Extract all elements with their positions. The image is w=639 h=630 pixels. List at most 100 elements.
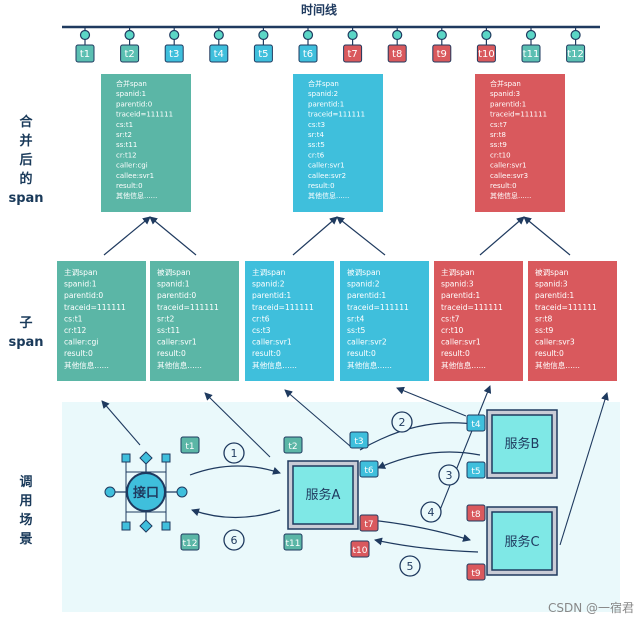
step-marker: 4 bbox=[420, 501, 442, 523]
child-span-line: caller:svr2 bbox=[347, 338, 387, 347]
merged-span-line: traceid=111111 bbox=[116, 111, 173, 119]
side-label-char: span bbox=[8, 335, 43, 350]
merged-span-line: cs:t3 bbox=[308, 121, 325, 129]
time-tag-label: t12 bbox=[183, 539, 198, 549]
time-tag-label: t6 bbox=[364, 466, 374, 476]
child-span-box: 主调spanspanid:1parentid:0traceid=111111cs… bbox=[57, 261, 146, 381]
step-marker: 3 bbox=[438, 464, 460, 486]
timeline-tick: t1 bbox=[75, 27, 95, 63]
timeline-tick: t4 bbox=[209, 27, 229, 63]
timeline-tick: t11 bbox=[521, 27, 541, 63]
child-span-line: caller:cgi bbox=[64, 338, 98, 347]
tick-label: t6 bbox=[303, 49, 313, 60]
time-tag-label: t10 bbox=[353, 546, 368, 556]
child-span-line: result:0 bbox=[441, 349, 470, 358]
child-span-line: caller:svr1 bbox=[157, 338, 197, 347]
timeline-tick: t9 bbox=[432, 27, 452, 63]
tick-dot bbox=[525, 29, 537, 41]
service-b-label: 服务B bbox=[505, 436, 540, 452]
step-marker: 5 bbox=[399, 555, 421, 577]
time-tag-label: t8 bbox=[471, 510, 481, 520]
child-span-box: 被调spanspanid:2parentid:1traceid=111111sr… bbox=[340, 261, 429, 381]
merged-span-line: ss:t5 bbox=[308, 141, 325, 149]
tick-dot bbox=[258, 29, 269, 41]
timeline-tick: t5 bbox=[253, 27, 273, 63]
child-span-line: spanid:3 bbox=[441, 280, 474, 289]
merged-span-line: 合并span bbox=[490, 79, 521, 88]
interface-label: 接口 bbox=[133, 485, 159, 501]
merge-arrows bbox=[103, 216, 571, 256]
child-span-line: result:0 bbox=[157, 349, 186, 358]
tick-dot bbox=[570, 29, 581, 41]
tick-dot bbox=[302, 29, 314, 41]
child-span-line: parentid:1 bbox=[347, 291, 386, 300]
merged-span-line: callee:svr1 bbox=[116, 172, 154, 180]
child-span-line: sr:t4 bbox=[347, 314, 364, 323]
tick-label: t10 bbox=[478, 49, 495, 60]
step-number: 2 bbox=[399, 416, 406, 429]
time-tag: t11 bbox=[283, 533, 303, 551]
tick-dot bbox=[213, 29, 224, 41]
child-span-line: ss:t9 bbox=[535, 326, 553, 335]
watermark: CSDN @一宿君 bbox=[548, 600, 634, 615]
child-span-line: traceid=111111 bbox=[441, 303, 503, 312]
merged-span-line: traceid=111111 bbox=[308, 111, 365, 119]
time-tag-label: t9 bbox=[471, 569, 481, 579]
tick-box bbox=[120, 44, 140, 63]
merged-span-line: 其他信息...... bbox=[308, 191, 349, 200]
time-tag-label: t1 bbox=[185, 442, 194, 452]
tick-dot bbox=[481, 29, 492, 41]
step-number: 6 bbox=[231, 534, 238, 547]
tick-label: t1 bbox=[80, 49, 90, 60]
child-span-line: 被调span bbox=[347, 267, 381, 277]
child-span-line: spanid:3 bbox=[535, 280, 568, 289]
child-span-line: 主调span bbox=[441, 267, 475, 277]
child-span-line: 主调span bbox=[64, 267, 98, 277]
time-tag-label: t7 bbox=[364, 520, 373, 530]
child-span-line: parentid:0 bbox=[157, 291, 196, 300]
child-span-line: sr:t2 bbox=[157, 314, 174, 323]
scene-to-span-arrows bbox=[101, 385, 609, 546]
merged-span-line: parentid:1 bbox=[490, 100, 526, 108]
side-label-child-span: 子 span bbox=[8, 316, 43, 350]
timeline-tick: t2 bbox=[120, 27, 140, 63]
side-label-char: 调 bbox=[19, 475, 32, 490]
merged-span-line: parentid:0 bbox=[116, 100, 152, 108]
child-span-box: 主调spanspanid:3parentid:1traceid=111111cs… bbox=[434, 261, 523, 381]
merged-span-line: 其他信息...... bbox=[490, 191, 531, 200]
side-label-char: 景 bbox=[19, 532, 32, 547]
side-label-char: 用 bbox=[18, 494, 32, 509]
interface-node: 接口 bbox=[104, 451, 188, 533]
service-a-node: 服务A bbox=[287, 460, 359, 530]
child-span-line: parentid:0 bbox=[64, 291, 103, 300]
tick-box bbox=[298, 44, 318, 63]
merged-span-line: ss:t9 bbox=[490, 141, 507, 149]
child-span-line: 其他信息...... bbox=[64, 360, 109, 370]
time-tag: t3 bbox=[349, 431, 369, 449]
child-span-line: spanid:1 bbox=[64, 280, 97, 289]
merged-span-line: result:0 bbox=[116, 182, 143, 190]
merged-span-line: result:0 bbox=[490, 182, 517, 190]
side-label-char: 子 bbox=[19, 316, 32, 331]
side-label-char: 的 bbox=[19, 171, 32, 187]
child-span-line: parentid:1 bbox=[252, 291, 291, 300]
timeline-title: 时间线 bbox=[301, 2, 337, 17]
step-number: 1 bbox=[231, 447, 238, 460]
child-span-line: traceid=111111 bbox=[252, 303, 314, 312]
service-c-label: 服务C bbox=[504, 534, 539, 550]
tick-label: t4 bbox=[214, 49, 224, 60]
child-span-line: spanid:2 bbox=[252, 280, 285, 289]
child-span-line: 被调span bbox=[157, 267, 191, 277]
child-span-line: cr:t6 bbox=[252, 314, 270, 323]
child-span-line: traceid=111111 bbox=[347, 303, 409, 312]
merged-span-line: caller:svr1 bbox=[308, 162, 345, 170]
timeline-tick: t8 bbox=[387, 27, 407, 63]
child-span-line: result:0 bbox=[64, 349, 93, 358]
tick-label: t12 bbox=[567, 49, 584, 60]
time-tag: t6 bbox=[359, 460, 379, 478]
child-spans: 主调spanspanid:1parentid:0traceid=111111cs… bbox=[57, 261, 617, 381]
tick-box bbox=[566, 44, 586, 63]
child-span-line: parentid:1 bbox=[535, 291, 574, 300]
